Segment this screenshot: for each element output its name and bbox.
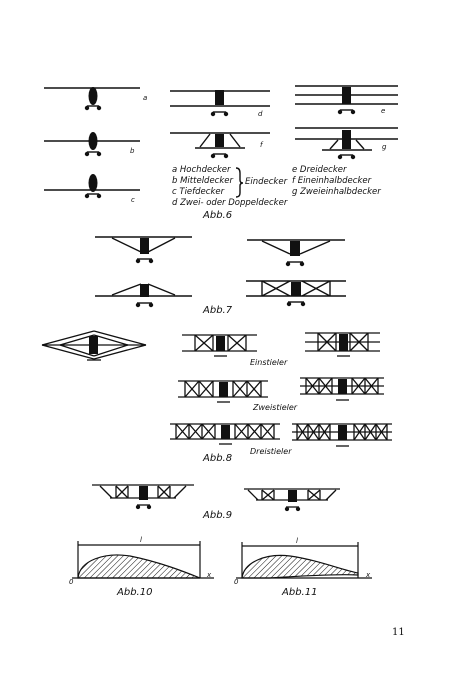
- label-g: g: [382, 143, 387, 151]
- aircraft-dreistieler-biplane: [170, 423, 280, 445]
- legend-item-g: g Zweieinhalbdecker: [292, 187, 381, 197]
- legend-item-d: d Zwei- oder Doppeldecker: [172, 198, 288, 208]
- abb8-figure: [41, 330, 392, 447]
- legend-left: a Hochdecker b Mitteldecker c Tiefdecker…: [172, 165, 287, 209]
- aircraft-abb7-strut-high: [95, 236, 192, 264]
- label-e: e: [381, 107, 386, 115]
- abb10-chord-label: l: [140, 536, 142, 544]
- legend-item-e: e Dreidecker: [292, 165, 347, 175]
- aircraft-c-tiefdecker: [44, 174, 140, 199]
- caption-abb7: Abb.7: [203, 305, 233, 316]
- aircraft-zweistieler-triplane: [300, 377, 384, 401]
- abb11-airfoil: [241, 554, 359, 579]
- eindecker-brace: [235, 167, 244, 198]
- aircraft-d-doppeldecker: [170, 90, 270, 117]
- legend-right: e Dreidecker f Eineinhalbdecker g Zweiei…: [292, 165, 381, 198]
- abb6-figure: [44, 85, 398, 199]
- label-zweistieler: Zweistieler: [253, 403, 298, 412]
- label-einstieler: Einstieler: [250, 358, 288, 367]
- caption-abb10: Abb.10: [117, 587, 153, 598]
- aircraft-einstieler-triplane: [305, 332, 380, 357]
- aircraft-abb9-right: [244, 488, 340, 512]
- aircraft-abb7-strut-low: [95, 283, 192, 308]
- abb10-figure: [72, 541, 214, 579]
- legend-item-c: c Tiefdecker: [172, 187, 225, 197]
- aircraft-zweistieler-biplane: [178, 380, 268, 403]
- abb7-figure: [95, 236, 346, 308]
- aircraft-abb7-pylon: [247, 239, 345, 267]
- aircraft-a-hochdecker: [44, 87, 140, 111]
- caption-abb6: Abb.6: [203, 210, 233, 221]
- abb11-axis-label: x: [366, 571, 371, 579]
- label-b: b: [130, 147, 135, 155]
- legend-item-a: a Hochdecker: [172, 165, 231, 175]
- legend-item-b: b Mitteldecker: [172, 176, 233, 186]
- aircraft-b-mitteldecker: [44, 132, 140, 157]
- aircraft-abb7-braced: [246, 280, 346, 307]
- label-d: d: [258, 110, 263, 118]
- aircraft-einstieler-biplane: [182, 334, 257, 357]
- abb11-chord-label: l: [296, 537, 298, 545]
- abb10-airfoil: [77, 554, 201, 579]
- abb11-figure: [236, 542, 372, 579]
- label-a: a: [143, 94, 148, 102]
- caption-abb11: Abb.11: [282, 587, 318, 598]
- page-number: 11: [392, 627, 405, 638]
- abb9-figure: [92, 484, 340, 512]
- label-f: f: [260, 141, 263, 149]
- aircraft-e-dreidecker: [295, 85, 398, 115]
- aircraft-abb9-left: [92, 484, 194, 510]
- aircraft-abb8-wire-braced: [41, 330, 147, 361]
- legend-item-f: f Eineinhalbdecker: [292, 176, 372, 186]
- label-dreistieler: Dreistieler: [250, 447, 292, 456]
- caption-abb9: Abb.9: [203, 510, 233, 521]
- aircraft-g-zweieinhalbdecker: [295, 127, 398, 160]
- aircraft-f-eineinhalbdecker: [170, 132, 270, 159]
- aircraft-dreistieler-triplane: [292, 423, 392, 447]
- abb10-origin-label: 0: [69, 578, 74, 586]
- abb10-axis-label: x: [207, 571, 212, 579]
- caption-abb8: Abb.8: [203, 453, 233, 464]
- abb11-origin-label: 0: [234, 578, 239, 586]
- label-c: c: [131, 196, 135, 204]
- legend-eindecker: Eindecker: [245, 177, 288, 187]
